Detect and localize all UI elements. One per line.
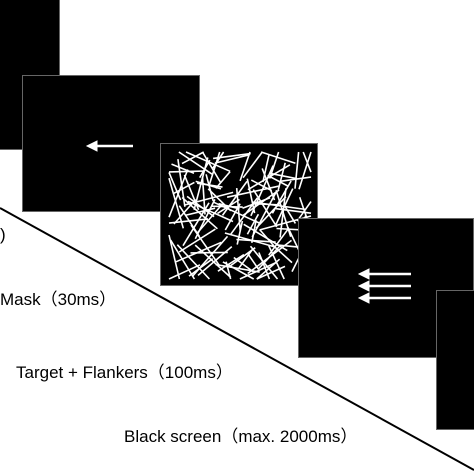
mask-line [168,170,204,173]
mask-line [246,178,256,214]
arrow-left-icon [357,280,411,292]
mask-line [260,151,296,165]
mask-line [294,151,300,189]
mask-line [224,232,276,248]
frame-mask [160,143,318,286]
mask-line [184,207,216,217]
arrow-left-icon [357,268,411,280]
cue-arrow-svg [85,140,133,152]
mask-line [169,239,196,280]
mask-line [186,195,215,218]
target-arrows-svg [357,268,411,304]
timeline-axis [0,207,474,471]
mask-line [249,245,279,280]
mask-line [262,155,270,183]
mask-line [201,151,222,184]
mask-line [196,203,224,234]
mask-line [181,196,218,230]
mask-line [214,154,250,164]
mask-line [251,201,307,211]
mask-line [246,213,260,235]
mask-line [178,205,200,237]
arrow-left-icon [85,140,133,152]
frame-black-screen [436,290,474,430]
target-flankers-label: Target + Flankers（100ms） [16,363,233,382]
mask-line [178,151,213,175]
mask-line [279,176,312,183]
mask-line [205,174,214,202]
mask-line [168,177,185,229]
mask-line [235,188,241,231]
mask-line [188,258,214,277]
mask-line [212,152,251,160]
mask-line [256,265,286,280]
mask-line [207,188,232,212]
mask-line [178,228,216,253]
mask-line [230,197,259,235]
mask-line [222,261,255,280]
mask-line [252,189,278,228]
mask-line [246,252,260,270]
mask-line [242,151,263,179]
mask-line [258,252,271,280]
mask-line [275,189,292,238]
mask-line [250,179,273,192]
mask-line [298,151,312,190]
mask-line [239,261,278,280]
mask-line [218,202,240,210]
mask-line [195,180,222,190]
mask-label: Mask（30ms） [0,290,117,309]
arrow-left-icon [357,292,411,304]
mask-line [256,258,281,280]
mask-line [253,202,278,206]
mask-line [236,220,244,245]
mask-line [221,180,248,216]
mask-line [268,151,280,179]
mask-line [168,264,201,280]
mask-line [251,220,257,243]
mask-line [229,247,256,267]
black-screen-label: Black screen（max. 2000ms） [124,427,358,446]
mask-line [255,196,287,229]
mask-lines-svg [168,151,312,280]
mask-line [168,234,181,280]
mask-line [168,172,182,201]
partial-label: ) [0,225,6,244]
mask-line [226,185,279,198]
mask-line [181,151,205,165]
mask-line [194,244,232,279]
mask-line [197,245,233,277]
mask-line [187,200,234,223]
mask-line [271,243,293,264]
mask-line [190,251,228,254]
mask-line [217,253,245,272]
mask-line [274,188,294,227]
mask-line [215,263,260,273]
mask-line [215,171,231,189]
mask-line [251,190,278,238]
mask-line [239,151,251,182]
mask-line [237,249,253,270]
mask-line [185,151,231,173]
mask-line [233,256,254,273]
mask-line [247,164,291,191]
mask-line [269,172,298,180]
mask-line [211,151,225,170]
